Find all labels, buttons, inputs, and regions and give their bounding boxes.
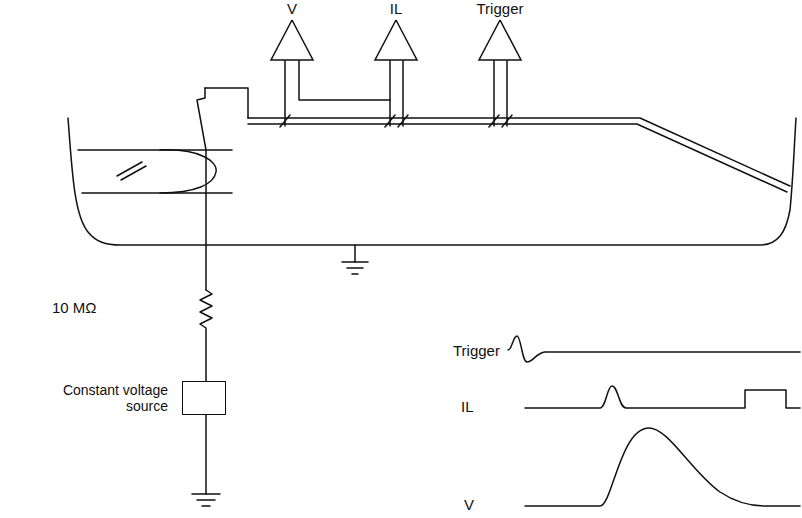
amplifier-label: V bbox=[262, 0, 322, 17]
amplifier-triangle-path bbox=[375, 20, 417, 60]
voltage-trace bbox=[525, 428, 800, 506]
amplifier-triangle-path bbox=[271, 20, 313, 60]
ground-symbol bbox=[342, 262, 368, 274]
electrode-wire bbox=[205, 88, 248, 118]
nerve-cable bbox=[248, 118, 790, 186]
node-label: Constant voltage source bbox=[40, 382, 168, 414]
amplifier-triangle: Trigger bbox=[470, 0, 530, 62]
resistor-value: 10 MΩ bbox=[52, 300, 97, 317]
amplifier-lead bbox=[299, 60, 390, 100]
electrode-wire bbox=[197, 88, 206, 290]
amplifier-lead bbox=[506, 60, 508, 126]
amplifier-label: Trigger bbox=[470, 0, 530, 17]
trace-label: IL bbox=[461, 399, 474, 416]
bath-outline bbox=[68, 118, 796, 245]
trigger-trace bbox=[508, 336, 800, 362]
trace-label: V bbox=[464, 497, 474, 514]
nerve-cable bbox=[248, 124, 787, 192]
amplifier-lead bbox=[402, 60, 404, 126]
source-box-outline bbox=[182, 381, 226, 415]
ground-symbol bbox=[192, 494, 220, 506]
amplifier-triangle: V bbox=[262, 0, 322, 62]
amplifier-lead bbox=[493, 60, 495, 126]
voltage-source-box: Constant voltage source bbox=[40, 378, 230, 420]
ground-wire bbox=[354, 245, 356, 262]
tissue bbox=[117, 162, 146, 180]
amplifier-lead bbox=[284, 60, 286, 126]
amplifier-triangle-path bbox=[479, 20, 521, 60]
trace-label: Trigger bbox=[453, 343, 500, 360]
current-trace bbox=[525, 386, 800, 408]
resistor-symbol bbox=[200, 290, 212, 381]
electrode-tick bbox=[280, 115, 512, 127]
ground-wire bbox=[205, 414, 207, 494]
amplifier-triangle: IL bbox=[366, 0, 426, 62]
amplifier-lead bbox=[389, 60, 391, 126]
amplifier-label: IL bbox=[366, 0, 426, 17]
tissue-holder bbox=[160, 150, 216, 193]
fluid-line bbox=[82, 192, 232, 194]
fluid-line bbox=[78, 149, 232, 151]
